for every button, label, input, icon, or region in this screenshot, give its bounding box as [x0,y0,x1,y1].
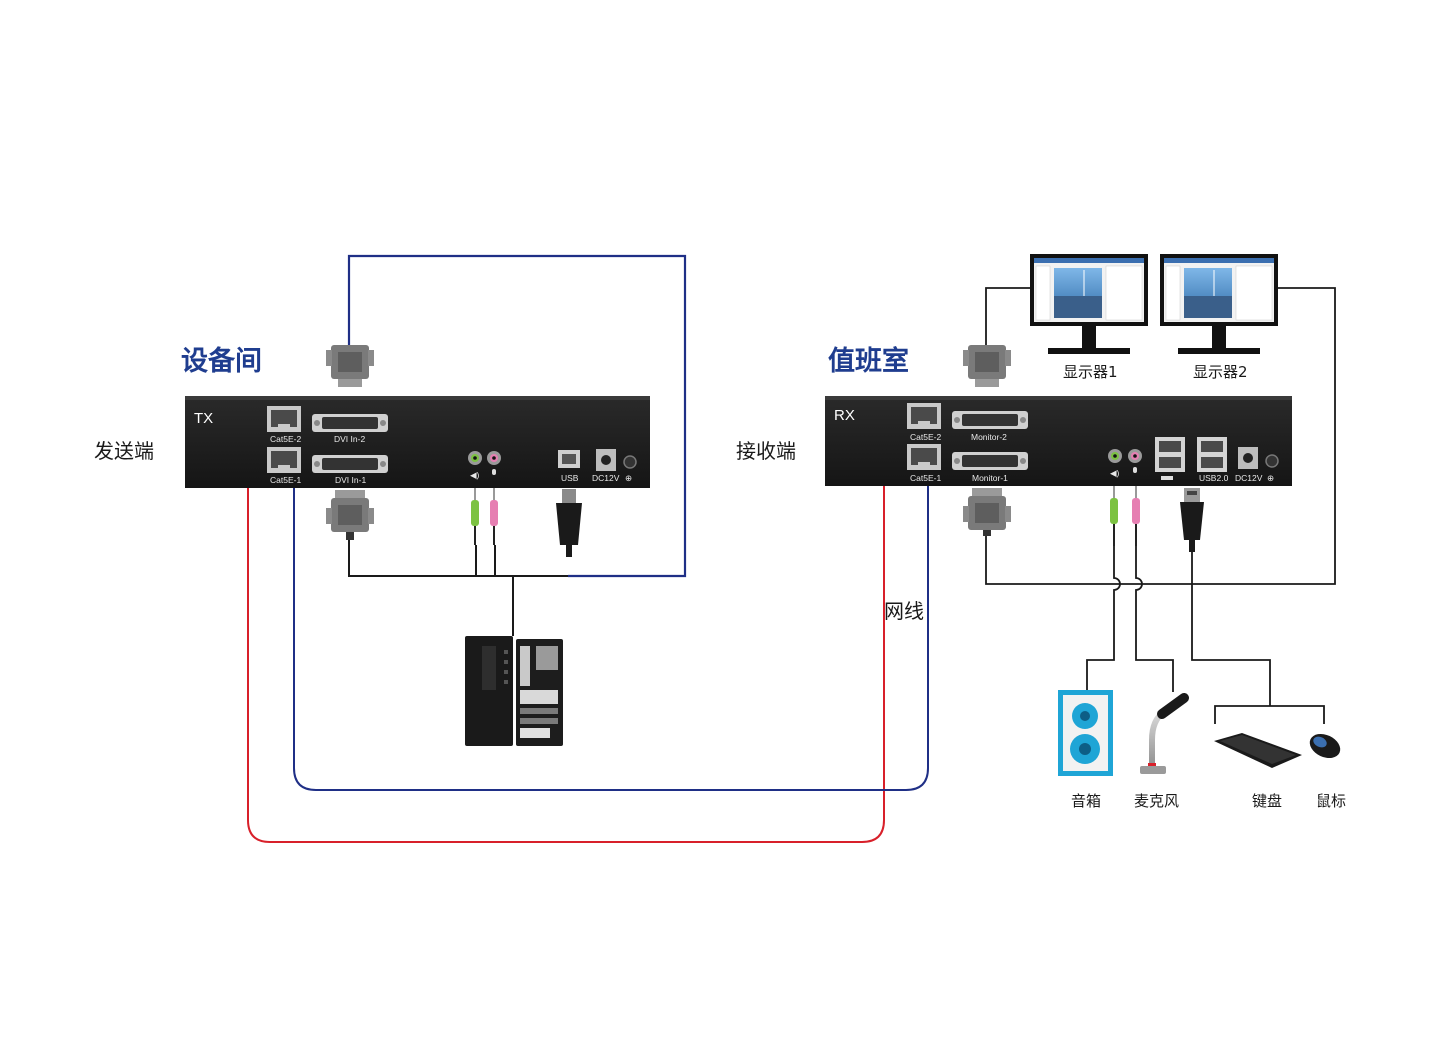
rx-bus-cable [985,536,1192,585]
network-cable-red [247,484,885,843]
mouse-label: 鼠标 [1316,792,1346,810]
rx-dc-jack [1238,447,1279,469]
pc-tower-icon [465,636,563,746]
tx-mic-in-jack [487,451,501,475]
tx-usb-label: USB [561,473,579,483]
rx-usb-label: USB2.0 [1199,473,1229,483]
monitor-1-icon [1030,254,1148,354]
rx-cat5e-2-label: Cat5E-2 [910,432,941,442]
mic-small-icon [492,469,496,475]
tx-room-title: 设备间 [181,346,262,377]
keyboard-icon [1214,733,1302,768]
speaker-label: 音箱 [1071,792,1101,810]
keyboard-label: 键盘 [1252,792,1282,810]
rx-mic-in-jack [1128,449,1142,473]
rx-cat5e-2-port [907,403,941,429]
tx-cat5e-1-port [267,447,301,473]
rx-audio-out-jack: ◀) [1108,449,1122,478]
network-cable-blue [293,484,929,791]
tx-dvi-in-1-port [312,455,388,473]
tx-label: TX [194,410,213,427]
microphone-label: 麦克风 [1134,792,1179,810]
tx-dc-jack [596,449,637,471]
rx-dc-label: DC12V [1235,473,1263,483]
tx-audio-out-jack: ◀) [468,451,482,480]
rx-monitor-1-label: Monitor-1 [972,473,1008,483]
tx-cat5e-1-label: Cat5E-1 [270,475,301,485]
rx-audio-plugs [1110,486,1140,546]
monitor-1-label: 显示器1 [1063,363,1118,381]
monitor-2-icon [1160,254,1278,354]
rx-usb-plug [1180,488,1204,552]
keyboard-small-icon [1161,476,1173,480]
tx-audio-plugs [471,488,498,545]
speaker-small-icon: ◀) [1110,468,1120,478]
speaker-small-icon: ◀) [470,470,480,480]
mic-small-icon [1133,467,1137,473]
rx-side-label: 接收端 [736,439,796,463]
monitor-2-cable [1192,287,1336,585]
rx-monitor-2-label: Monitor-2 [971,432,1007,442]
tx-dvi-in-1-label: DVI In-1 [335,475,366,485]
tx-dvi-connector-bottom [326,490,374,540]
rx-usb-a-ports-right [1197,437,1227,472]
tx-usb-port [558,450,580,468]
rx-monitor-1-port [952,452,1028,470]
dvi-loop-cable [347,254,687,578]
mic-cable [1135,546,1174,692]
tx-dvi-in-2-label: DVI In-2 [334,434,365,444]
tx-dvi-in-2-port [312,414,388,432]
rx-dvi-connector-bottom [963,488,1011,536]
tx-usb-plug [556,489,582,557]
tx-dvi-connector-top [326,345,374,387]
monitor-1-cable [985,287,1032,345]
rx-usb-a-ports-left [1155,437,1185,480]
monitor-2-label: 显示器2 [1193,363,1248,381]
cables [247,254,1336,843]
tx-cat5e-2-label: Cat5E-2 [270,434,301,444]
rx-label: RX [834,407,855,424]
tx-unit: TX Cat5E-2 Cat5E-1 DVI In-2 DVI In-1 [185,396,650,488]
rx-monitor-2-port [952,411,1028,429]
tx-bus-cable [348,540,568,636]
rx-unit: RX Cat5E-2 Cat5E-1 Monitor-2 Monitor-1 [825,396,1292,486]
power-polarity-icon: ⊕ [1267,473,1274,483]
rx-dvi-connector-top [963,345,1011,387]
network-cable-label: 网线 [884,599,924,623]
speaker-cable [1086,546,1121,690]
speaker-icon [1058,690,1113,776]
rx-cat5e-1-port [907,444,941,470]
power-polarity-icon: ⊕ [625,473,632,483]
tx-side-label: 发送端 [94,439,154,463]
usb-hid-cable [1191,552,1325,724]
tx-cat5e-2-port [267,406,301,432]
rx-cat5e-1-label: Cat5E-1 [910,473,941,483]
mouse-icon [1309,733,1341,759]
microphone-icon [1140,693,1189,774]
rx-room-title: 值班室 [828,345,909,377]
tx-dc-label: DC12V [592,473,620,483]
